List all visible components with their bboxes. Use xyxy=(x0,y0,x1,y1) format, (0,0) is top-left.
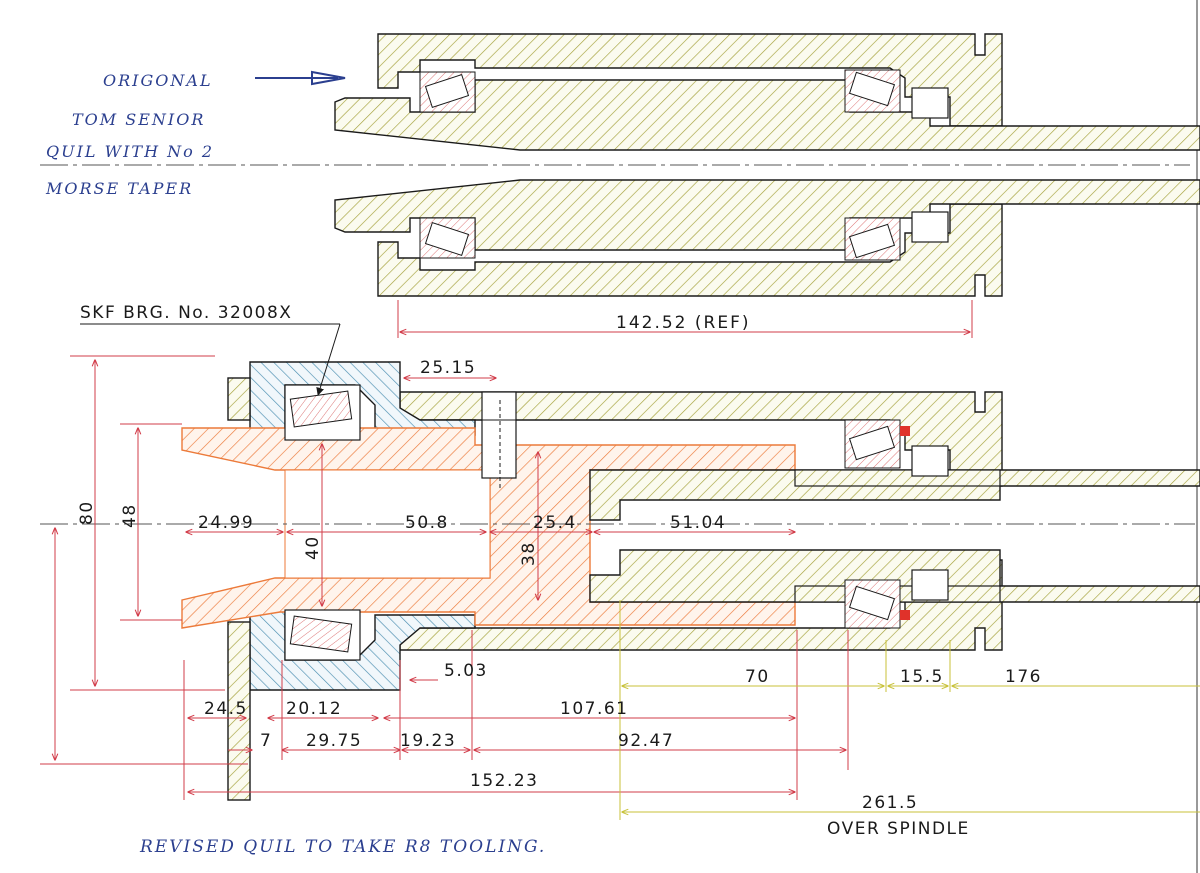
original-quill-section xyxy=(40,33,1200,297)
top-bearing-right-lower xyxy=(844,211,949,261)
dim-7: 7 xyxy=(260,731,272,751)
rev-tube-outer-upper xyxy=(794,469,1001,487)
ref-length-label: 142.52 (REF) xyxy=(616,313,750,333)
dim-48: 48 xyxy=(120,503,140,528)
dim-261-5: 261.5 xyxy=(862,793,918,813)
dim-80: 80 xyxy=(77,500,97,525)
seal-red-lower xyxy=(900,610,910,620)
seal-red-upper xyxy=(900,426,910,436)
dim-20-12: 20.12 xyxy=(286,699,342,719)
dim-152-23: 152.23 xyxy=(470,771,538,791)
dim-38: 38 xyxy=(519,541,539,566)
dim-40: 40 xyxy=(303,535,323,560)
dim-5-03: 5.03 xyxy=(444,661,488,681)
dim-24-5: 24.5 xyxy=(204,699,248,719)
rev-drawbar-slot xyxy=(481,391,517,479)
rev-inner-tube-lower xyxy=(589,549,1200,603)
note-arrow xyxy=(255,70,346,86)
handwritten-revised-note: REVISED QUIL TO TAKE R8 TOOLING. xyxy=(139,837,546,857)
yellow-dimension-lines xyxy=(619,600,1200,820)
dim-24-99: 24.99 xyxy=(198,513,254,533)
right-bearing-upper xyxy=(844,419,949,477)
dimension-lines xyxy=(40,355,849,800)
dim-50-8: 50.8 xyxy=(405,513,449,533)
note-line-3: QUIL WITH No 2 xyxy=(46,142,214,161)
note-line-2: TOM SENIOR xyxy=(72,110,205,129)
top-bearing-left-upper xyxy=(419,71,476,113)
top-bearing-left-lower xyxy=(419,217,476,259)
note-line-1: ORIGONAL xyxy=(103,71,213,90)
dim-25-4: 25.4 xyxy=(533,513,577,533)
handwritten-original-note: ORIGONAL TOM SENIOR QUIL WITH No 2 MORSE… xyxy=(45,71,214,198)
dim-70: 70 xyxy=(745,667,770,687)
right-bearing-lower xyxy=(844,569,949,629)
dimension-texts: 80 48 40 38 25.15 24.99 50.8 25.4 51.04 … xyxy=(77,358,1042,839)
dim-25-15: 25.15 xyxy=(420,358,476,378)
dim-176: 176 xyxy=(1005,667,1042,687)
dim-51-04: 51.04 xyxy=(670,513,726,533)
rev-inner-tube-upper xyxy=(589,469,1200,521)
top-housing-upper xyxy=(377,33,1003,127)
top-bearing-right-upper xyxy=(844,69,949,119)
revised-quill-section xyxy=(40,361,1200,801)
top-housing-lower xyxy=(377,203,1003,297)
dim-29-75: 29.75 xyxy=(306,731,362,751)
skf-bearing-lower xyxy=(284,609,361,661)
note-line-4: MORSE TAPER xyxy=(45,179,193,198)
dim-107-61: 107.61 xyxy=(560,699,628,719)
dim-92-47: 92.47 xyxy=(618,731,674,751)
ref-dimension: 142.52 (REF) xyxy=(397,300,973,338)
bearing-leader: SKF BRG. No. 32008X xyxy=(80,303,341,396)
dim-15-5: 15.5 xyxy=(900,667,944,687)
rev-nose-flange-upper xyxy=(227,377,251,421)
rev-nose-flange-lower xyxy=(227,621,251,801)
bearing-label: SKF BRG. No. 32008X xyxy=(80,303,292,323)
dim-19-23: 19.23 xyxy=(400,731,456,751)
skf-bearing-upper xyxy=(284,384,361,441)
over-spindle-label: OVER SPINDLE xyxy=(827,819,970,839)
